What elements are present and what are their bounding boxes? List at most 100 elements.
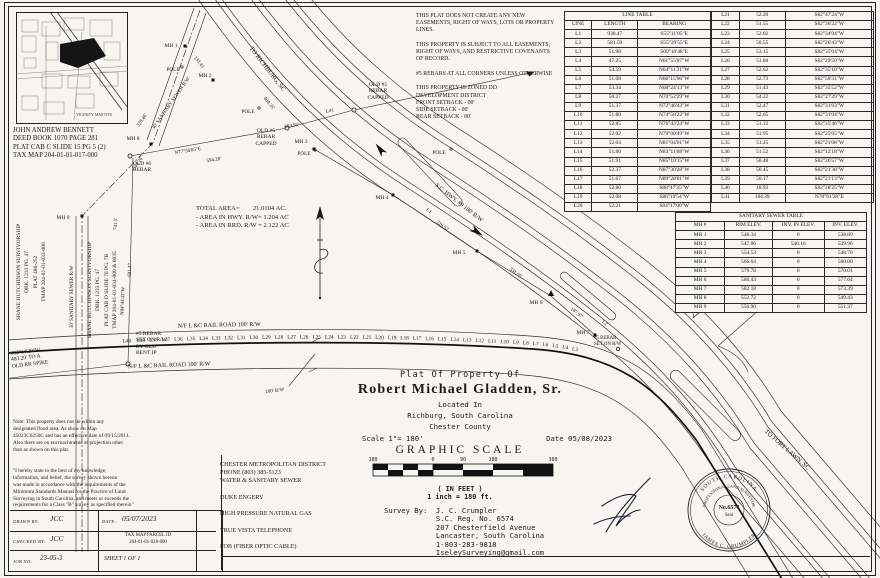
mh6-label: MH 6: [530, 300, 543, 306]
traffic-arrows: [375, 143, 483, 236]
parcel-b-label: SHANE HUTCHINSON SURVIVORSHIP DBK. 1233 …: [87, 241, 119, 339]
date-text: Date 05/08/2023: [546, 434, 612, 443]
rail-rw-label-top: N/F L &C RAIL ROAD 100' R/W: [178, 322, 261, 330]
rw-100-label: 100' R/W: [265, 388, 285, 395]
mh3-label: MH 3: [295, 139, 308, 145]
footer-rule: [10, 550, 216, 551]
survey-by-block: Survey By: J. C. Crumpler S.C. Reg. No. …: [384, 506, 545, 558]
vicinity-map: VICINITY MAP NTS: [16, 12, 128, 124]
seal-arc-top: SOUTH CAROLINA: [700, 474, 758, 493]
footer-rule: [196, 511, 197, 571]
col-inv: INV. ELEV.: [823, 221, 868, 232]
parcel-id-value: 204-01-01-028-000: [129, 539, 167, 545]
dim-741: 741.5': [114, 218, 119, 230]
mh5-label: MH 5: [453, 250, 466, 256]
date-value: 05/07/2023: [122, 514, 157, 523]
mh4-label: MH 4: [376, 195, 389, 201]
parcel-a-label: SHANE HUTCHINSON SURVIVORSHIP DBK. 1233 …: [16, 223, 48, 321]
sewer-table-title: SANITARY SEWER TABLE: [675, 211, 867, 223]
pole-label: POLE: [298, 151, 311, 157]
in-feet-note: ( IN FEET ) 1 inch = 180 ft.: [427, 485, 493, 501]
mh7-label: MH 7: [577, 330, 590, 336]
svg-text:JAMES C. CRUMPLER: JAMES C. CRUMPLER: [701, 532, 758, 550]
pole-label: POLE: [167, 67, 180, 73]
col-length: LENGTH: [591, 20, 639, 31]
divider-vertical: [221, 455, 222, 570]
col-rim: RIM ELEV.: [724, 221, 774, 232]
scale-bar: 180 0 90 180 360: [368, 457, 558, 477]
dim-404: 404.35': [262, 96, 275, 111]
mh2-label: MH 2: [199, 73, 212, 79]
col-inv-in: INV. IN ELEV.: [772, 221, 825, 232]
utility-providers: CHESTER METROPOLITAN DISTRICT PHONE (803…: [220, 461, 327, 550]
flood-note: Note: This property does not lie within …: [13, 419, 130, 453]
l1-label: L1: [425, 208, 433, 216]
adjoiner-reference: JOHN ANDREW BENNETT DEED BOOK 1070 PAGE …: [13, 127, 106, 160]
dim-132: 132.41: [192, 56, 205, 70]
sheet-value: SHEET 1 OF 1: [104, 556, 141, 562]
checked-by-label: CHECKED BY:: [13, 539, 46, 544]
footer-rule: [98, 511, 99, 571]
north-arrow-icon: [314, 206, 329, 300]
sanitary-sewer-table: SANITARY SEWER TABLE MH # RIM ELEV. INV.…: [674, 211, 868, 314]
l2-label: L2: [601, 320, 609, 328]
divider-horizontal: [221, 556, 870, 557]
tick-180r: 180: [488, 457, 497, 463]
line-table-title: LINE TABLE: [564, 10, 711, 22]
surveyor-certification: "I hereby state to the best of my knowle…: [13, 468, 134, 509]
owner-name: Robert Michael Gladden, Sr.: [357, 382, 563, 397]
date-label: DATE:: [102, 519, 117, 524]
scale-date-row: Scale 1"= 180' Date 05/08/2023: [362, 434, 612, 443]
old5-rebar-label: OLD #5 REBAR CAPPED: [367, 82, 389, 101]
tick-360: 360: [548, 457, 557, 463]
mh1-label: MH 1: [165, 43, 178, 49]
county: Chester County: [429, 422, 491, 431]
area-summary: TOTAL AREA= 21.0104 AC. - AREA IN HWY. R…: [196, 205, 289, 230]
graphic-scale-title: GRAPHIC SCALE: [395, 444, 525, 456]
seal-number: No.6574: [719, 505, 740, 511]
svg-text:SOUTH CAROLINA: SOUTH CAROLINA: [700, 474, 759, 493]
rail-rw-label-bottom: N/F L &C RAIL ROAD 100' R/W: [128, 362, 211, 371]
seal-arc-bottom: JAMES C. CRUMPLER: [701, 532, 757, 550]
l41-label: L41: [325, 108, 334, 115]
col-mh: MH #: [674, 221, 726, 232]
old6-rebar-label: OLD #6 REBAR: [132, 161, 152, 174]
parcel-id-label: TAX MAP PARCEL ID: [124, 532, 172, 538]
dim-216: 216.52': [435, 220, 450, 233]
checked-by-value: JCC: [50, 534, 64, 543]
